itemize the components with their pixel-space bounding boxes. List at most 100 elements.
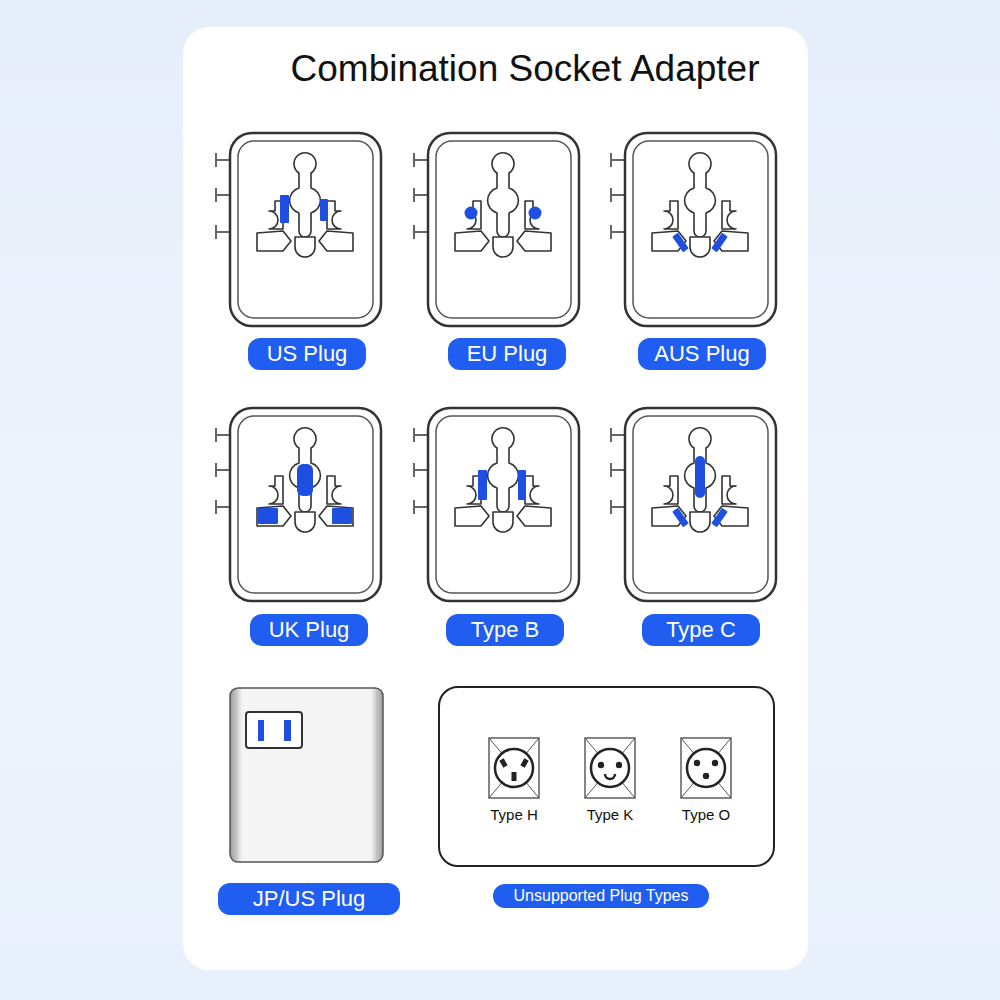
pill-text: Type C: [666, 617, 736, 642]
active-pin: [258, 508, 278, 524]
unsupported-box: Type HType KType O: [438, 686, 775, 867]
side-pin: [215, 153, 217, 167]
angled-slot: [517, 231, 551, 251]
label-pill: Type B: [446, 614, 564, 646]
plug-face: [495, 749, 533, 787]
side-slot: [664, 201, 678, 229]
pill-text: EU Plug: [467, 341, 548, 366]
adapter-face: [436, 416, 571, 593]
side-slot: [525, 476, 539, 504]
side-pin: [216, 194, 230, 196]
adapter-housing: [230, 133, 381, 326]
plug-icon: [681, 738, 731, 798]
active-pin: [672, 233, 689, 253]
side-pin: [610, 153, 612, 167]
adapter-housing: [428, 133, 579, 326]
socket-stroke: [520, 758, 528, 767]
plug-face: [591, 749, 629, 787]
adapter-face: [633, 141, 768, 318]
angled-slot: [257, 231, 291, 251]
socket-stroke: [616, 762, 622, 768]
side-pin: [611, 194, 625, 196]
active-pin: [695, 456, 705, 498]
active-pin: [478, 470, 487, 500]
active-pin: [711, 508, 728, 528]
angled-slot: [319, 506, 353, 526]
socket-stroke: [605, 774, 615, 779]
side-pin: [215, 188, 217, 202]
label-pill: JP/US Plug: [218, 883, 400, 915]
adapter-housing: [428, 408, 579, 601]
side-pin: [216, 506, 230, 508]
active-pin: [711, 233, 728, 253]
universal-adapter: [611, 408, 776, 601]
side-pin: [216, 159, 230, 161]
earth-slot: [295, 512, 315, 532]
side-pin: [414, 506, 428, 508]
side-pin: [215, 500, 217, 514]
side-pin: [413, 188, 415, 202]
socket-stroke: [712, 760, 718, 766]
side-pin: [414, 231, 428, 233]
side-pin: [611, 469, 625, 471]
socket-stroke: [598, 762, 604, 768]
angled-slot: [517, 506, 551, 526]
socket-stroke: [489, 738, 539, 798]
label-pill: EU Plug: [448, 338, 566, 370]
adapter-housing: [625, 133, 776, 326]
active-pin: [332, 508, 352, 524]
plug-type-label: Type K: [587, 806, 634, 823]
side-pin: [610, 500, 612, 514]
pill-text: Type B: [471, 617, 539, 642]
socket-stroke: [703, 773, 709, 779]
jp-adapter: [230, 688, 383, 862]
earth-slot: [690, 512, 710, 532]
side-pin: [215, 428, 217, 442]
side-slot: [269, 476, 283, 504]
plug-icon: [489, 738, 539, 798]
label-pill: Unsupported Plug Types: [493, 884, 709, 908]
label-pill: Type C: [642, 614, 760, 646]
side-pin: [215, 463, 217, 477]
earth-slot: [493, 237, 513, 257]
label-pill: US Plug: [248, 338, 366, 370]
keyhole-slot: [685, 153, 716, 237]
keyhole-slot: [488, 428, 519, 512]
adapter-face: [238, 416, 373, 593]
side-pin: [611, 434, 625, 436]
socket-stroke: [489, 738, 539, 798]
socket-stroke: [681, 738, 731, 798]
universal-adapter: [611, 133, 776, 326]
socket-stroke: [681, 738, 731, 798]
keyhole-slot: [290, 153, 321, 237]
pill-text: US Plug: [267, 341, 348, 366]
label-pill: AUS Plug: [638, 338, 765, 370]
pill-text: UK Plug: [269, 617, 350, 642]
plug-face: [687, 749, 725, 787]
universal-adapter: [216, 133, 381, 326]
angled-slot: [319, 231, 353, 251]
side-pin: [611, 231, 625, 233]
side-pin: [414, 434, 428, 436]
adapter-face: [238, 141, 373, 318]
socket-stroke: [512, 772, 517, 781]
side-pin: [611, 159, 625, 161]
side-pin: [611, 506, 625, 508]
keyhole-slot: [685, 428, 716, 512]
side-pin: [610, 225, 612, 239]
label-pill: UK Plug: [250, 614, 368, 646]
side-slot: [664, 476, 678, 504]
side-slot: [722, 476, 736, 504]
plug-icon: [585, 738, 635, 798]
active-pin: [518, 470, 526, 500]
side-pin: [216, 469, 230, 471]
side-pin: [610, 463, 612, 477]
side-pin: [414, 469, 428, 471]
side-pin: [414, 159, 428, 161]
side-pin: [216, 231, 230, 233]
active-pin: [280, 195, 289, 223]
angled-slot: [257, 506, 291, 526]
active-pin: [297, 464, 313, 496]
side-pin: [215, 225, 217, 239]
